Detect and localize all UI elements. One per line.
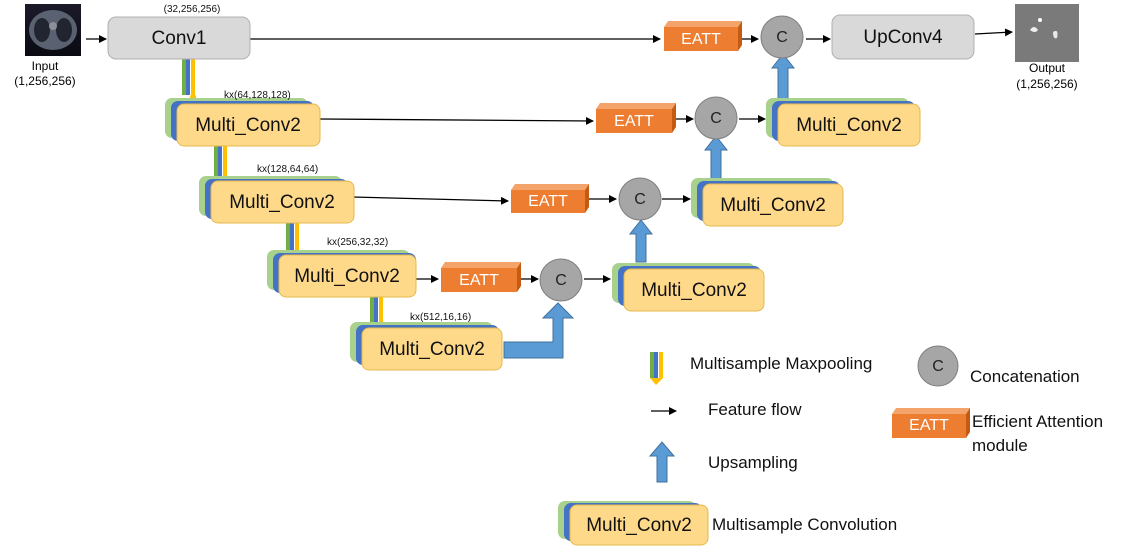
decoder-3-label: Multi_Conv2 xyxy=(641,280,747,301)
encoder-block-4: Multi_Conv2 xyxy=(350,322,503,371)
svg-text:C: C xyxy=(932,358,944,375)
eatt-block-2: EATT xyxy=(596,103,676,133)
eatt-4-label: EATT xyxy=(459,272,499,289)
decoder-block-2: Multi_Conv2 xyxy=(691,178,844,227)
concat-node-4: C xyxy=(539,258,583,302)
encoder-4-dims: kx(512,16,16) xyxy=(410,312,471,323)
encoder-2-dims: kx(128,64,64) xyxy=(257,164,318,175)
legend-maxpool-icon xyxy=(650,352,663,385)
legend-eatt-icon: EATT xyxy=(892,408,970,438)
decoder-1-label: Multi_Conv2 xyxy=(796,115,902,136)
encoder-block-2: Multi_Conv2 xyxy=(199,176,355,224)
legend-feature-flow-text: Feature flow xyxy=(708,400,802,419)
decoder-block-1: Multi_Conv2 xyxy=(766,98,921,147)
output-image xyxy=(1015,4,1079,62)
upsample-arrow-1 xyxy=(770,53,796,101)
input-image xyxy=(25,4,81,56)
upconv4-block: UpConv4 xyxy=(831,14,975,60)
encoder-3-dims: kx(256,32,32) xyxy=(327,237,388,248)
svg-text:C: C xyxy=(710,110,722,127)
upsample-arrow-3 xyxy=(628,219,654,263)
upsample-arrow-bottom xyxy=(503,302,575,359)
maxpool-arrow-1 xyxy=(182,55,196,100)
eatt-block-4: EATT xyxy=(441,262,521,292)
maxpool-arrow-2 xyxy=(214,146,228,181)
conv1-block: Conv1 xyxy=(107,16,251,60)
svg-text:C: C xyxy=(776,29,788,46)
upconv4-label: UpConv4 xyxy=(863,27,943,48)
conv1-dims: (32,256,256) xyxy=(164,4,221,15)
svg-text:C: C xyxy=(555,272,567,289)
svg-text:C: C xyxy=(634,191,646,208)
eatt-3-label: EATT xyxy=(528,193,568,210)
legend-upsampling-text: Upsampling xyxy=(708,453,798,472)
eatt-1-label: EATT xyxy=(681,31,721,48)
legend-multiconv-icon: Multi_Conv2 xyxy=(558,501,709,546)
concat-node-2: C xyxy=(694,96,738,140)
encoder-3-label: Multi_Conv2 xyxy=(294,266,400,287)
conv1-label: Conv1 xyxy=(152,28,207,49)
concat-node-1: C xyxy=(760,15,804,59)
input-label: Input xyxy=(32,59,59,73)
encoder-1-label: Multi_Conv2 xyxy=(195,115,301,136)
encoder-block-3: Multi_Conv2 xyxy=(267,250,417,298)
svg-text:EATT: EATT xyxy=(909,417,949,434)
output-dims: (1,256,256) xyxy=(1016,77,1077,91)
upsample-arrow-2 xyxy=(703,135,729,181)
eatt-block-3: EATT xyxy=(511,184,589,213)
encoder-1-dims: kx(64,128,128) xyxy=(224,90,291,101)
encoder-block-1: Multi_Conv2 xyxy=(165,98,321,147)
encoder-2-label: Multi_Conv2 xyxy=(229,192,335,213)
decoder-2-label: Multi_Conv2 xyxy=(720,195,826,216)
encoder-4-label: Multi_Conv2 xyxy=(379,339,485,360)
output-label: Output xyxy=(1029,61,1066,75)
legend-concat-text: Concatenation xyxy=(970,367,1080,386)
concat-node-3: C xyxy=(618,177,662,221)
legend-eatt-text-1: Efficient Attention xyxy=(972,412,1103,431)
svg-text:Multi_Conv2: Multi_Conv2 xyxy=(586,515,692,536)
feature-flow-arrows xyxy=(86,28,1013,283)
eatt-block-1: EATT xyxy=(664,21,742,51)
input-dims: (1,256,256) xyxy=(14,74,75,88)
legend-eatt-text-2: module xyxy=(972,436,1028,455)
legend-upsampling-icon xyxy=(648,441,676,483)
legend-multiconv-text: Multisample Convolution xyxy=(712,515,897,534)
decoder-block-3: Multi_Conv2 xyxy=(612,263,765,312)
legend-maxpool-text: Multisample Maxpooling xyxy=(690,354,872,373)
legend-concat-icon: C xyxy=(917,345,959,387)
eatt-2-label: EATT xyxy=(614,113,654,130)
